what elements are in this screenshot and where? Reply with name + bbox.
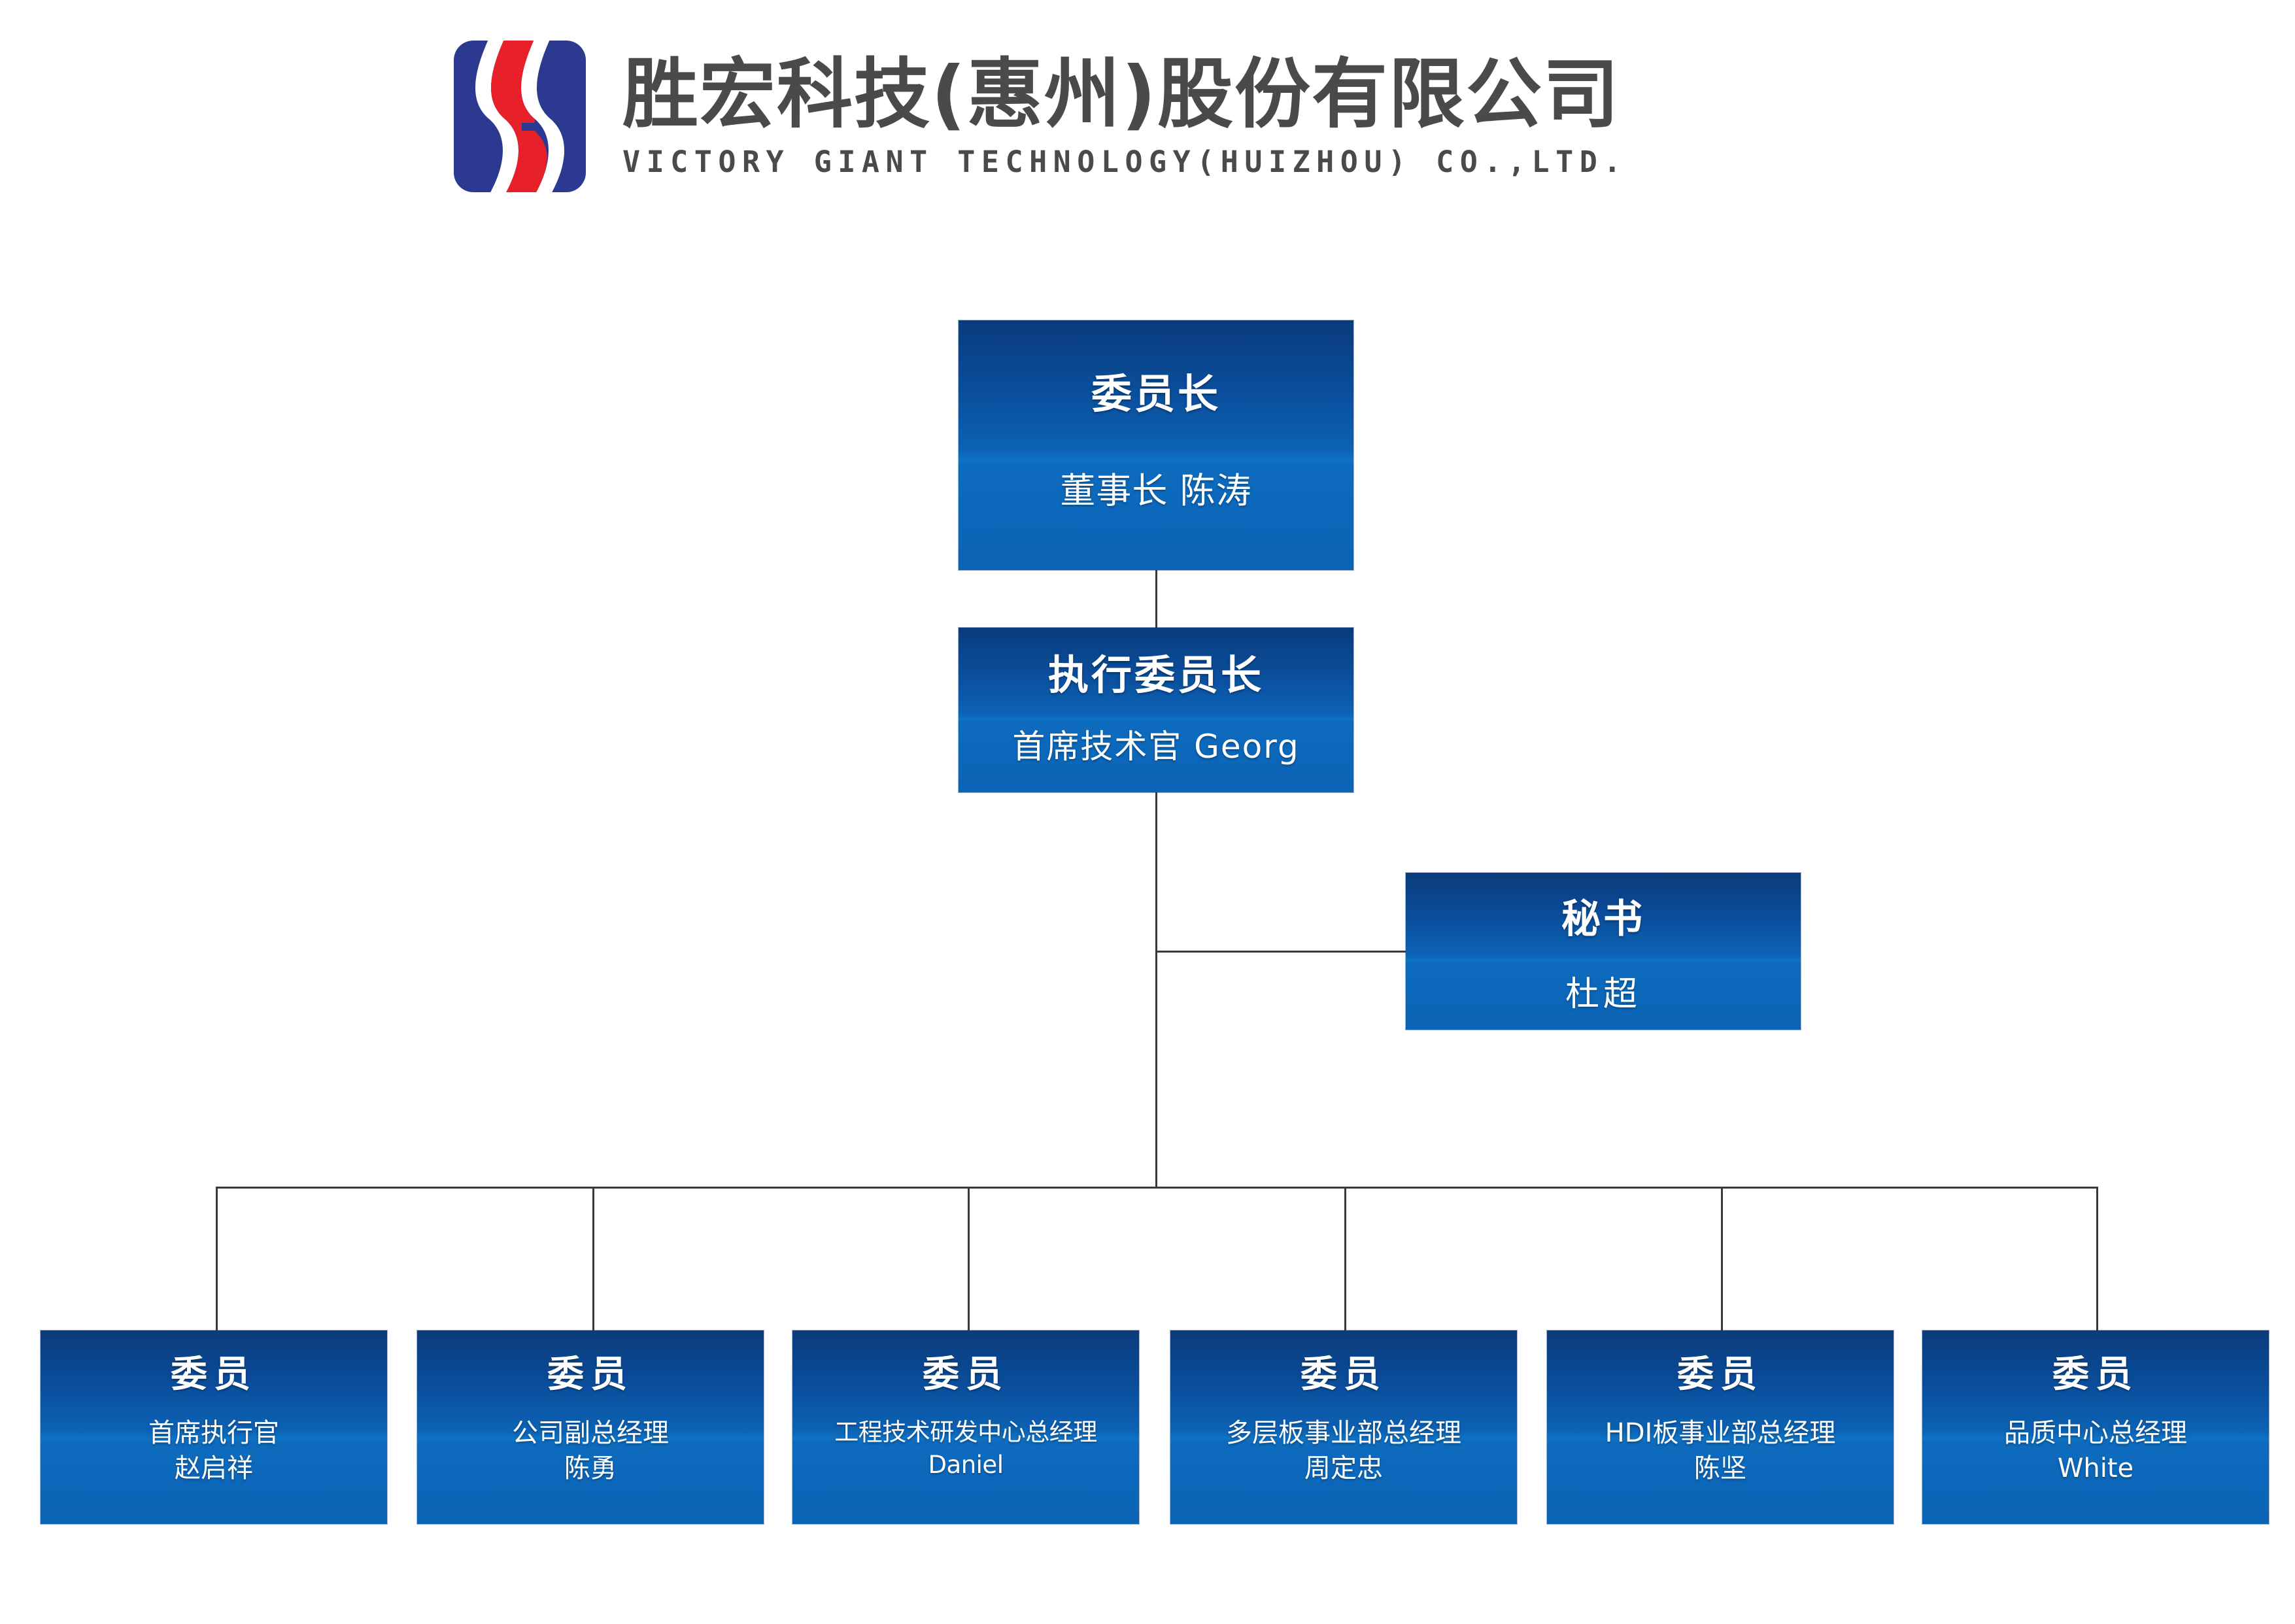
node-member-4-person: 陈坚 (1694, 1453, 1746, 1483)
company-header: 胜宏科技(惠州)股份有限公司 VICTORY GIANT TECHNOLOGY(… (451, 38, 1627, 195)
brand-text-block: 胜宏科技(惠州)股份有限公司 VICTORY GIANT TECHNOLOGY(… (622, 50, 1627, 179)
node-member-0-title: 委员 (171, 1353, 257, 1396)
node-member-5-title: 委员 (2052, 1353, 2139, 1396)
connector-chairman-to-executive (1155, 570, 1157, 628)
node-member-4-detail: HDI板事业部总经理 陈坚 (1605, 1416, 1836, 1486)
node-member-2[interactable]: 委员 工程技术研发中心总经理 Daniel (792, 1330, 1139, 1524)
connector-drop-member-2 (968, 1187, 970, 1330)
node-member-0[interactable]: 委员 首席执行官 赵启祥 (41, 1330, 387, 1524)
node-executive-person: 首席技术官 Georg (1012, 728, 1300, 766)
connector-drop-member-4 (1721, 1187, 1723, 1330)
node-member-5-role: 品质中心总经理 (2004, 1418, 2187, 1448)
node-member-2-detail: 工程技术研发中心总经理 Daniel (834, 1416, 1097, 1481)
connector-drop-member-1 (592, 1187, 594, 1330)
node-member-3-role: 多层板事业部总经理 (1226, 1418, 1461, 1448)
node-member-1[interactable]: 委员 公司副总经理 陈勇 (417, 1330, 764, 1524)
node-member-2-role: 工程技术研发中心总经理 (834, 1418, 1097, 1446)
node-secretary-person: 杜超 (1565, 975, 1641, 1014)
company-name-cn: 胜宏科技(惠州)股份有限公司 (622, 50, 1621, 139)
node-executive-chairman[interactable]: 执行委员长 首席技术官 Georg (959, 628, 1353, 792)
node-chairman-title: 委员长 (1091, 370, 1221, 418)
connector-executive-trunk (1155, 792, 1157, 1188)
node-member-0-detail: 首席执行官 赵启祥 (148, 1416, 279, 1486)
node-member-4-title: 委员 (1677, 1353, 1763, 1396)
node-member-3-person: 周定忠 (1304, 1453, 1383, 1483)
node-member-5-detail: 品质中心总经理 White (2004, 1416, 2187, 1486)
company-logo-icon (451, 38, 588, 195)
node-member-0-role: 首席执行官 (148, 1418, 279, 1448)
node-member-2-person: Daniel (928, 1450, 1004, 1479)
company-name-en: VICTORY GIANT TECHNOLOGY(HUIZHOU) CO.,LT… (622, 144, 1627, 179)
node-secretary-title: 秘书 (1561, 896, 1645, 942)
node-member-3-title: 委员 (1300, 1353, 1387, 1396)
connector-drop-member-5 (2096, 1187, 2098, 1330)
node-member-4-role: HDI板事业部总经理 (1605, 1418, 1836, 1448)
node-chairman-person: 董事长 陈涛 (1060, 470, 1252, 511)
node-member-1-detail: 公司副总经理 陈勇 (512, 1416, 669, 1486)
node-member-3[interactable]: 委员 多层板事业部总经理 周定忠 (1170, 1330, 1517, 1524)
node-member-4[interactable]: 委员 HDI板事业部总经理 陈坚 (1547, 1330, 1894, 1524)
node-chairman[interactable]: 委员长 董事长 陈涛 (959, 320, 1353, 570)
connector-drop-member-0 (216, 1187, 218, 1330)
node-member-5-person: White (2057, 1453, 2134, 1483)
node-member-0-person: 赵启祥 (175, 1453, 253, 1483)
connector-member-bus (216, 1187, 2098, 1189)
connector-drop-member-3 (1344, 1187, 1346, 1330)
node-member-5[interactable]: 委员 品质中心总经理 White (1922, 1330, 2269, 1524)
node-executive-title: 执行委员长 (1047, 651, 1264, 699)
node-member-3-detail: 多层板事业部总经理 周定忠 (1226, 1416, 1461, 1486)
connector-trunk-to-secretary (1155, 951, 1407, 953)
node-secretary[interactable]: 秘书 杜超 (1406, 873, 1801, 1030)
node-member-1-role: 公司副总经理 (512, 1418, 669, 1448)
node-member-2-title: 委员 (923, 1353, 1009, 1396)
node-member-1-title: 委员 (547, 1353, 634, 1396)
node-member-1-person: 陈勇 (564, 1453, 617, 1483)
